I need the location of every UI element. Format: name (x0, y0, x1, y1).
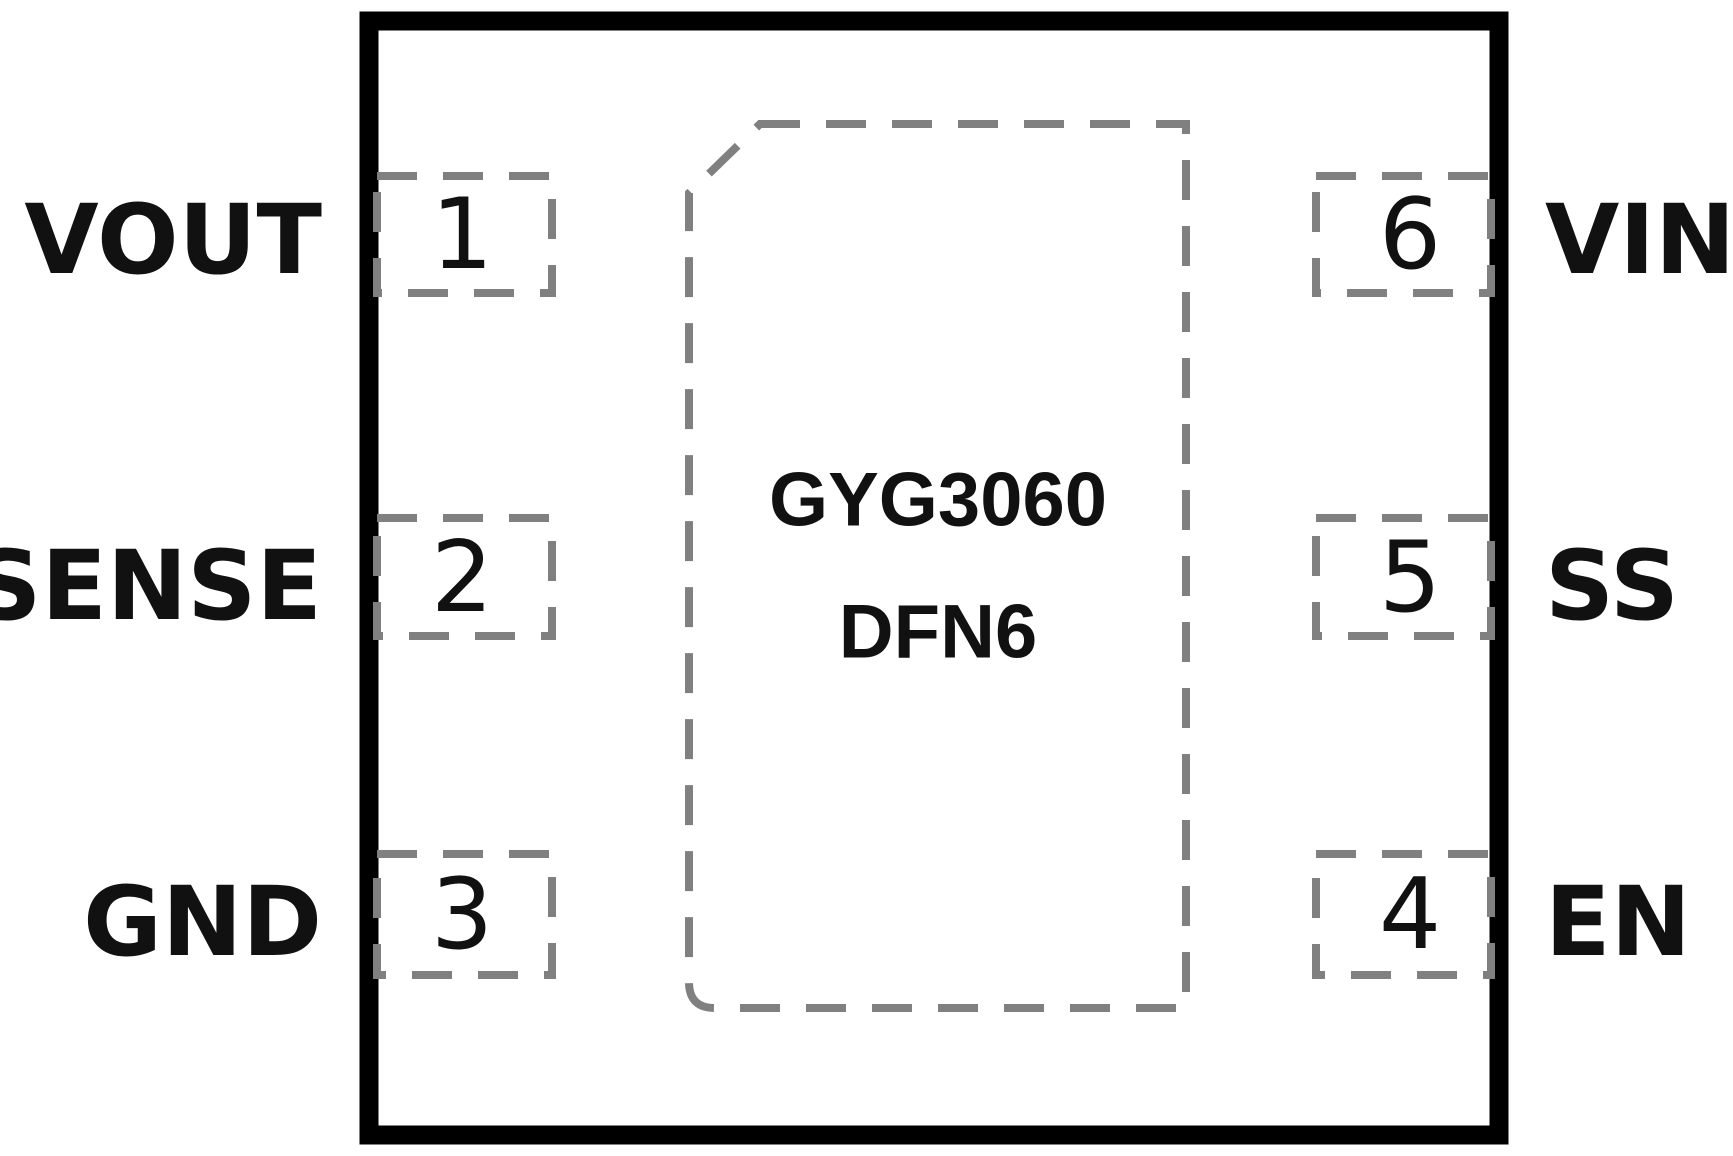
pin-number-3: 3 (431, 858, 493, 972)
pin-label-vout: VOUT (24, 184, 322, 296)
pin-pad-3 (373, 850, 556, 979)
package-type-label: DFN6 (839, 590, 1037, 675)
pin-number-4: 4 (1379, 858, 1441, 972)
pin-label-en: EN (1545, 866, 1691, 978)
pin-label-ss: SS (1545, 530, 1679, 642)
pin-number-2: 2 (431, 521, 493, 635)
pin-pad-4 (1312, 850, 1495, 979)
pin-pad-2 (373, 514, 556, 640)
pin-number-6: 6 (1379, 178, 1441, 292)
pin-number-5: 5 (1379, 521, 1441, 635)
pin-label-vin: VIN (1545, 184, 1733, 296)
pin-label-gnd: GND (83, 866, 322, 978)
pin-number-1: 1 (431, 178, 493, 292)
pin-pad-5 (1312, 514, 1495, 640)
exposed-thermal-pad (685, 120, 1190, 1012)
pin-pad-1 (373, 172, 556, 297)
pin-pad-6 (1312, 172, 1495, 297)
package-body-outline (359, 11, 1509, 1145)
part-number-label: GYG3060 (769, 458, 1107, 543)
pin-label-sense: SENSE (0, 530, 322, 642)
